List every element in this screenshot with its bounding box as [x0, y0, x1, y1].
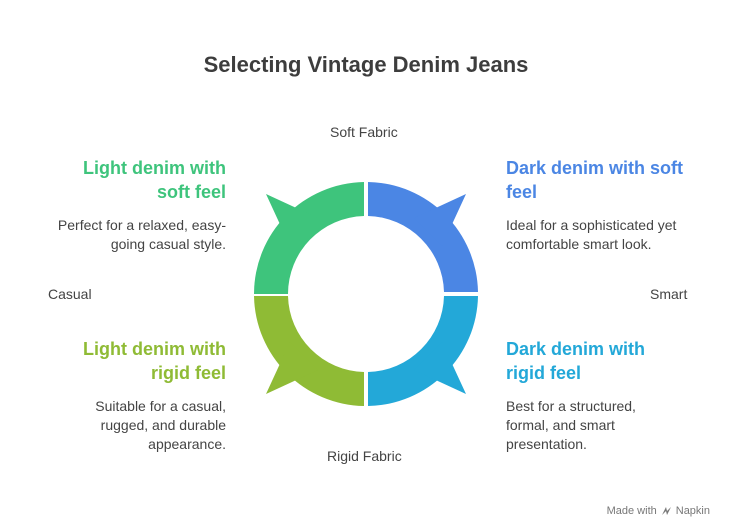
quadrant-desc-dark-rigid: Best for a structured, formal, and smart… — [506, 397, 716, 454]
desc-line: going casual style. — [110, 236, 226, 252]
desc-line: Suitable for a casual, — [95, 398, 226, 414]
axis-label-casual: Casual — [48, 286, 92, 302]
made-with-napkin-footer[interactable]: Made with Napkin — [607, 505, 710, 517]
heading-line: soft feel — [156, 182, 226, 202]
heading-line: rigid feel — [506, 363, 582, 383]
desc-line: Best for a structured, — [506, 398, 636, 414]
heading-line: rigid feel — [150, 363, 226, 383]
heading-line: Light denim with — [83, 158, 226, 178]
heading-line: Light denim with — [83, 339, 226, 359]
arrow-top-right-icon — [414, 194, 466, 246]
desc-line: Perfect for a relaxed, easy- — [57, 217, 226, 233]
axis-label-rigid-fabric: Rigid Fabric — [327, 448, 402, 464]
axis-label-soft-fabric: Soft Fabric — [330, 124, 398, 140]
heading-line: feel — [506, 182, 538, 202]
desc-line: comfortable smart look. — [506, 236, 652, 252]
quadrant-desc-light-soft: Perfect for a relaxed, easy- going casua… — [20, 216, 226, 254]
quadrant-desc-light-rigid: Suitable for a casual, rugged, and durab… — [40, 397, 226, 454]
desc-line: rugged, and durable — [100, 417, 226, 433]
desc-line: appearance. — [148, 436, 226, 452]
napkin-brand-text: Napkin — [675, 505, 710, 517]
quadrant-heading-light-rigid: Light denim with rigid feel — [40, 337, 226, 385]
quadrant-heading-dark-soft: Dark denim with soft feel — [506, 156, 716, 204]
arrow-top-left-icon — [266, 194, 318, 246]
desc-line: formal, and smart — [506, 417, 615, 433]
heading-line: Dark denim with soft — [506, 158, 684, 178]
quadrant-ring-diagram — [254, 182, 478, 406]
quadrant-heading-light-soft: Light denim with soft feel — [40, 156, 226, 204]
arrow-bottom-right-icon — [414, 342, 466, 394]
quadrant-desc-dark-soft: Ideal for a sophisticated yet comfortabl… — [506, 216, 716, 254]
axis-label-smart: Smart — [650, 286, 688, 302]
ring-segment-top-right — [368, 182, 478, 292]
page-title: Selecting Vintage Denim Jeans — [203, 52, 529, 77]
ring-segment-top-left — [254, 182, 364, 294]
desc-line: Ideal for a sophisticated yet — [506, 217, 677, 233]
made-with-text: Made with — [606, 505, 657, 517]
desc-line: presentation. — [506, 436, 587, 452]
arrow-bottom-left-icon — [266, 342, 318, 394]
ring-segment-bottom-left — [254, 296, 364, 406]
napkin-logo-icon — [661, 507, 671, 515]
ring-segment-bottom-right — [368, 296, 478, 406]
heading-line: Dark denim with — [506, 339, 646, 359]
quadrant-heading-dark-rigid: Dark denim with rigid feel — [506, 337, 716, 385]
